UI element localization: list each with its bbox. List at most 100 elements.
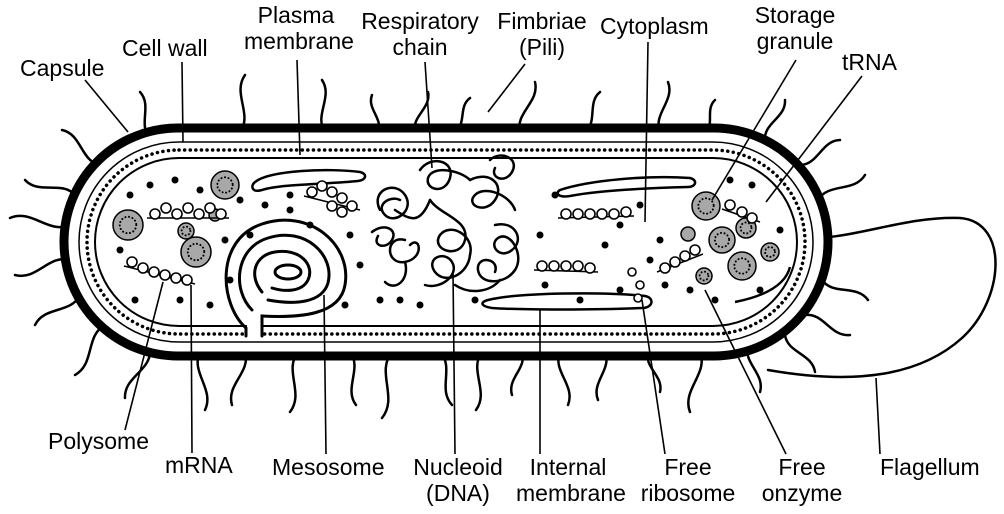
label-line: Internal <box>516 454 620 480</box>
storage-granule <box>692 192 720 220</box>
cytoplasm-dot <box>237 197 244 204</box>
cytoplasm-dot <box>657 237 664 244</box>
cytoplasm-dot <box>342 302 349 309</box>
cytoplasm-dot <box>132 297 139 304</box>
ribosome <box>680 251 690 261</box>
ribosome <box>670 257 680 267</box>
label-plasma-membrane: Plasma membrane <box>244 2 348 54</box>
ribosome <box>747 213 757 223</box>
ribosome <box>307 187 317 197</box>
label-line: Plasma <box>244 2 348 28</box>
ribosome <box>327 187 337 197</box>
granule-body <box>696 268 712 284</box>
ribosome <box>690 245 700 255</box>
fimbria <box>290 352 298 412</box>
granule-body <box>709 227 735 253</box>
ribosome <box>205 203 215 213</box>
internal-membrane-bottom <box>482 293 651 309</box>
granule-body <box>681 227 695 241</box>
fimbria <box>382 352 392 418</box>
label-line: membrane <box>516 480 620 506</box>
storage-granule <box>211 171 239 199</box>
ribosome <box>337 193 347 203</box>
fimbria <box>800 140 840 165</box>
cytoplasm-dot <box>287 192 294 199</box>
cytoplasm-dot <box>617 287 624 294</box>
label-line: (Pili) <box>490 34 594 60</box>
label-line: granule <box>748 28 842 54</box>
ribosome <box>621 207 631 217</box>
ribosome <box>537 261 547 271</box>
cytoplasm-dot <box>287 207 294 214</box>
free-ribosome <box>634 294 642 302</box>
ribosome <box>725 200 735 210</box>
storage-granule <box>696 268 712 284</box>
granule-body <box>761 243 779 261</box>
cytoplasm-dot <box>247 232 254 239</box>
cytoplasm-dot <box>472 297 479 304</box>
label-line: Free <box>632 454 744 480</box>
label-line: chain <box>352 34 488 60</box>
leader-line-capsule <box>85 80 128 132</box>
label-mesosome: Mesosome <box>272 454 384 480</box>
cytoplasm-dot <box>617 222 624 229</box>
cytoplasm-dot <box>552 192 559 199</box>
label-line: Free <box>750 454 854 480</box>
label-line: Nucleoid <box>404 454 512 480</box>
ribosome <box>585 209 595 219</box>
label-internal-membrane: Internal membrane <box>516 454 620 506</box>
granule-body <box>211 171 239 199</box>
ribosome <box>561 261 571 271</box>
cytoplasm-dot <box>537 232 544 239</box>
cytoplasm-dot <box>397 297 404 304</box>
ribosome <box>337 207 347 217</box>
fimbria <box>25 180 75 195</box>
cytoplasm-dot <box>777 227 784 234</box>
label-fimbriae: Fimbriae (Pili) <box>490 8 594 60</box>
cytoplasm-dot <box>647 257 654 264</box>
ribosome <box>609 209 619 219</box>
cytoplasm-dot <box>377 297 384 304</box>
fimbria <box>476 352 482 410</box>
fimbria <box>688 352 701 412</box>
ribosome <box>327 201 337 211</box>
cytoplasm-dot <box>117 247 124 254</box>
ribosome <box>149 267 159 277</box>
ribosome <box>150 209 160 219</box>
ribosome <box>597 209 607 219</box>
cytoplasm-dot <box>222 237 229 244</box>
cytoplasm-dot <box>207 302 214 309</box>
leader-line-fimbriae <box>488 64 525 112</box>
ribosome <box>172 209 182 219</box>
ribosome <box>161 203 171 213</box>
storage-granule <box>681 227 695 241</box>
cytoplasm-dot <box>347 232 354 239</box>
label-nucleoid: Nucleoid (DNA) <box>404 454 512 506</box>
free-ribosome <box>628 268 636 276</box>
label-cytoplasm: Cytoplasm <box>600 13 709 39</box>
cytoplasm-dot <box>307 222 314 229</box>
label-free-ribosome: Free ribosome <box>632 454 744 506</box>
cytoplasm-dot <box>172 177 179 184</box>
label-line: (DNA) <box>404 480 512 506</box>
ribosome <box>549 261 559 271</box>
ribosome <box>317 181 327 191</box>
mesosome-opening <box>247 321 261 337</box>
ribosome <box>171 273 181 283</box>
cytoplasm-dot <box>197 187 204 194</box>
leader-line-mrna <box>191 285 192 453</box>
ribosome <box>216 209 226 219</box>
label-storage-granule: Storage granule <box>748 2 842 54</box>
granule-body <box>113 210 143 240</box>
fimbria <box>240 75 245 132</box>
polysome <box>534 261 598 273</box>
label-polysome: Polysome <box>48 428 149 454</box>
cytoplasm-dot <box>357 262 364 269</box>
granule-body <box>692 192 720 220</box>
fimbria <box>35 295 80 325</box>
label-cell-wall: Cell wall <box>122 35 208 61</box>
granule-body <box>181 237 211 267</box>
ribosome <box>138 263 148 273</box>
